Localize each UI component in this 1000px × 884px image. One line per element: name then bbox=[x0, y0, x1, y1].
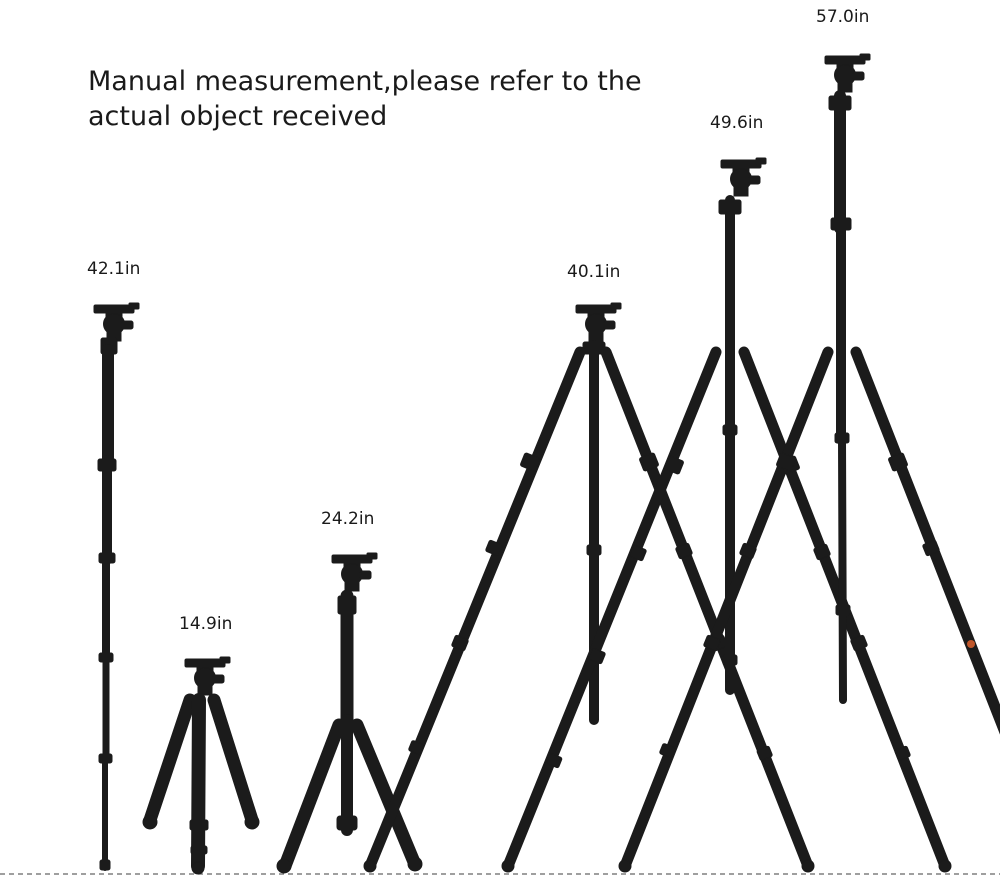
height-label-14-9in: 14.9in bbox=[179, 614, 233, 634]
tripod-40-1in bbox=[363, 302, 815, 873]
tripod-24-2in bbox=[276, 552, 423, 874]
measurement-disclaimer: Manual measurement,please refer to the a… bbox=[88, 64, 648, 134]
measurement-disclaimer-line-1: Manual measurement,please refer to the bbox=[88, 66, 642, 97]
monopod-42-1in bbox=[93, 302, 140, 871]
height-label-49-6in: 49.6in bbox=[710, 113, 764, 133]
height-label-40-1in: 40.1in bbox=[567, 262, 621, 282]
measurement-disclaimer-line-2: actual object received bbox=[88, 101, 388, 132]
height-label-42-1in: 42.1in bbox=[87, 259, 141, 279]
height-label-24-2in: 24.2in bbox=[321, 509, 375, 529]
tripod-57-0in bbox=[618, 53, 1000, 873]
height-label-57-0in: 57.0in bbox=[816, 7, 870, 27]
tripod-14-9in bbox=[142, 656, 260, 875]
